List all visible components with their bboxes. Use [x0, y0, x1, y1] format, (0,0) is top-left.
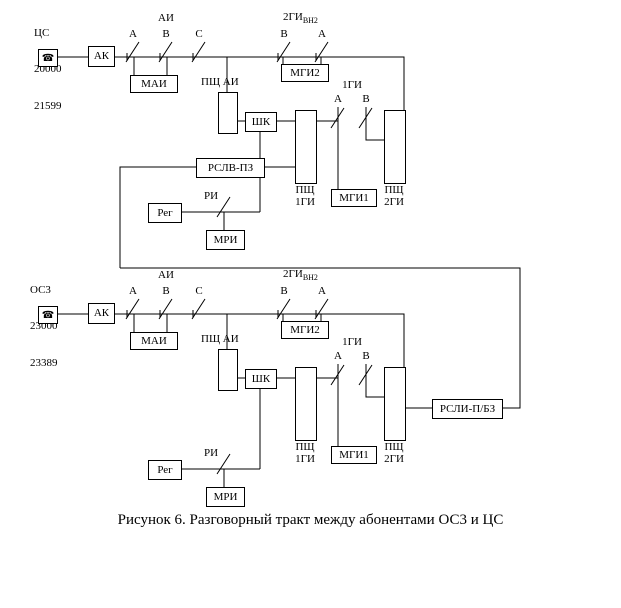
pshch-1gi-field: [295, 110, 317, 184]
contact-b-label: В: [162, 28, 170, 40]
mgi1-box: МГИ1: [331, 446, 377, 464]
mgi1-box: МГИ1: [331, 189, 377, 207]
contact-c-label: С: [195, 285, 203, 297]
pshch-ai-field: [218, 92, 238, 134]
subscriber-number-end: 21599: [34, 99, 62, 112]
pshch-2gi-field: [384, 110, 406, 184]
gi1-contact-b-label: В: [362, 93, 370, 105]
ai-stage-label: АИ: [158, 12, 174, 24]
ak-box: АК: [88, 303, 115, 324]
ri-label: РИ: [203, 447, 219, 459]
pshch-1gi-label: ПЩ 1ГИ: [295, 441, 315, 466]
gi2-label-sub: ВН2: [302, 273, 318, 283]
pshch-2gi-field: [384, 367, 406, 441]
contact-a-label: А: [129, 28, 137, 40]
gi2-contact-b-label: В: [280, 285, 288, 297]
gi1-stage-label: 1ГИ: [342, 336, 362, 348]
cs-contact-ticks: [126, 53, 317, 61]
gi1-contact-a-label: А: [334, 350, 342, 362]
station-os3-info: ОС3 23000 23389: [30, 260, 58, 393]
ak-box: АК: [88, 46, 115, 67]
phone-icon: ☎: [38, 306, 58, 324]
gi2-vn2-label: 2ГИВН2: [283, 11, 318, 26]
contact-b-label: В: [162, 285, 170, 297]
gi2-vn2-label: 2ГИВН2: [283, 268, 318, 283]
station-name: ЦС: [34, 27, 50, 40]
mai-box: МАИ: [130, 75, 178, 93]
os3-contact-ticks: [126, 310, 317, 318]
gi2-contact-a-label: А: [318, 285, 326, 297]
ai-stage-label: АИ: [158, 269, 174, 281]
gi2-label-sub: ВН2: [302, 16, 318, 26]
ri-label: РИ: [203, 190, 219, 202]
shk-box: ШК: [245, 112, 277, 132]
contact-a-label: А: [129, 285, 137, 297]
gi2-label-main: 2ГИ: [283, 268, 303, 280]
pshch-ai-field: [218, 349, 238, 391]
os3-wires: [56, 267, 521, 487]
subscriber-number-end: 23389: [30, 356, 58, 369]
shk-box: ШК: [245, 369, 277, 389]
phone-icon: ☎: [38, 49, 58, 67]
pshch-1gi-label: ПЩ 1ГИ: [295, 184, 315, 209]
pshch-2gi-label: ПЩ 2ГИ: [384, 441, 404, 466]
mgi2-box: МГИ2: [281, 321, 329, 339]
gi2-contact-b-label: В: [280, 28, 288, 40]
mgi2-box: МГИ2: [281, 64, 329, 82]
reg-box: Рег: [148, 203, 182, 223]
pshch-2gi-label: ПЩ 2ГИ: [384, 184, 404, 209]
rslv-pz-box: РСЛВ-ПЗ: [196, 158, 265, 178]
gi2-label-main: 2ГИ: [283, 11, 303, 23]
mai-box: МАИ: [130, 332, 178, 350]
mri-box: МРИ: [206, 487, 245, 507]
pshch-1gi-field: [295, 367, 317, 441]
pshch-ai-label: ПЩ АИ: [201, 333, 239, 345]
station-cs-wiring: [56, 41, 405, 268]
gi1-stage-label: 1ГИ: [342, 79, 362, 91]
gi1-contact-b-label: В: [362, 350, 370, 362]
mri-box: МРИ: [206, 230, 245, 250]
pshch-ai-label: ПЩ АИ: [201, 76, 239, 88]
gi2-contact-a-label: А: [318, 28, 326, 40]
cs-switch-contact-marks: [125, 41, 373, 218]
station-cs-info: ЦС 20000 21599: [34, 3, 62, 136]
gi1-contact-a-label: А: [334, 93, 342, 105]
station-name: ОС3: [30, 284, 51, 297]
reg-box: Рег: [148, 460, 182, 480]
figure-caption: Рисунок 6. Разговорный тракт между абоне…: [117, 512, 504, 528]
station-os3-wiring: [56, 267, 521, 487]
rsli-p-bz-box: РСЛИ-П/БЗ: [432, 399, 503, 419]
os3-switch-contact-marks: [125, 298, 373, 475]
contact-c-label: С: [195, 28, 203, 40]
